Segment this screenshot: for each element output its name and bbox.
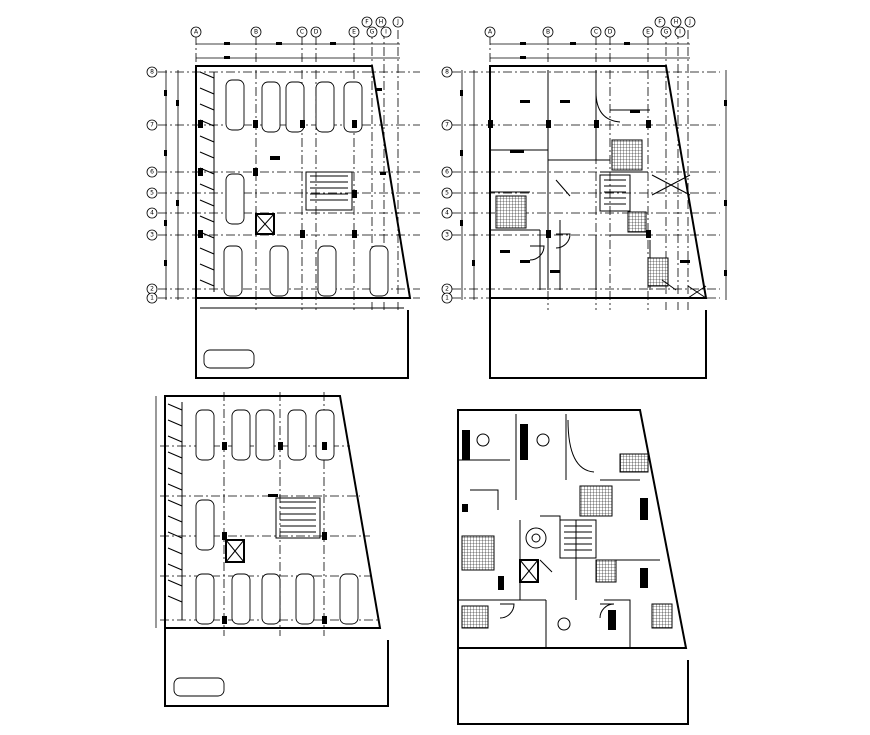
- grid-label-d: D: [314, 29, 319, 36]
- grid-label-8: 8: [445, 69, 449, 76]
- grid-label-d: D: [608, 29, 613, 36]
- grid-label-e: E: [352, 29, 356, 36]
- grid-label-h: H: [379, 19, 384, 26]
- plan-ground-floor: A B C D E F G H I J 8 7 6 5 4 3 2 1: [441, 16, 727, 379]
- grid-label-i: I: [385, 29, 387, 36]
- grid-label-6: 6: [445, 169, 449, 176]
- grid-label-a: A: [488, 29, 493, 36]
- grid-label-4: 4: [445, 210, 449, 217]
- grid-label-7: 7: [445, 122, 449, 129]
- parked-cars: [203, 79, 389, 369]
- grid-label-b: B: [254, 29, 258, 36]
- grid-label-j: J: [396, 19, 399, 26]
- grid-label-6: 6: [150, 169, 154, 176]
- grid-label-b: B: [546, 29, 550, 36]
- grid-label-5: 5: [150, 190, 154, 197]
- grid-label-c: C: [300, 29, 304, 36]
- grid-label-j: J: [688, 19, 691, 26]
- grid-bubbles: A B C D E F G H I J 8 7 6 5 4 3 2 1: [441, 16, 696, 304]
- grid-label-e: E: [646, 29, 650, 36]
- grid-lines: [452, 30, 720, 310]
- grid-label-h: H: [674, 19, 679, 26]
- grid-label-1: 1: [150, 295, 154, 302]
- grid-label-3: 3: [150, 232, 154, 239]
- grid-label-1: 1: [445, 295, 449, 302]
- grid-label-f: F: [365, 19, 369, 26]
- plan-parking-bottom: [155, 392, 389, 707]
- grid-label-g: G: [664, 29, 669, 36]
- grid-bubbles: A B C D E F G H I J 8 7 6 5 4 3 2 1: [146, 16, 404, 304]
- plan-parking-top: A B C D E F G H I J 8 7 6 5 4 3 2 1: [146, 16, 420, 379]
- grid-label-c: C: [594, 29, 598, 36]
- grid-label-g: G: [370, 29, 375, 36]
- grid-label-8: 8: [150, 69, 154, 76]
- plan-typical-floor: [457, 409, 689, 725]
- grid-label-a: A: [194, 29, 199, 36]
- grid-label-2: 2: [445, 286, 449, 293]
- grid-label-3: 3: [445, 232, 449, 239]
- grid-label-5: 5: [445, 190, 449, 197]
- grid-label-f: F: [658, 19, 662, 26]
- grid-label-4: 4: [150, 210, 154, 217]
- grid-label-7: 7: [150, 122, 154, 129]
- grid-label-2: 2: [150, 286, 154, 293]
- grid-label-i: I: [679, 29, 681, 36]
